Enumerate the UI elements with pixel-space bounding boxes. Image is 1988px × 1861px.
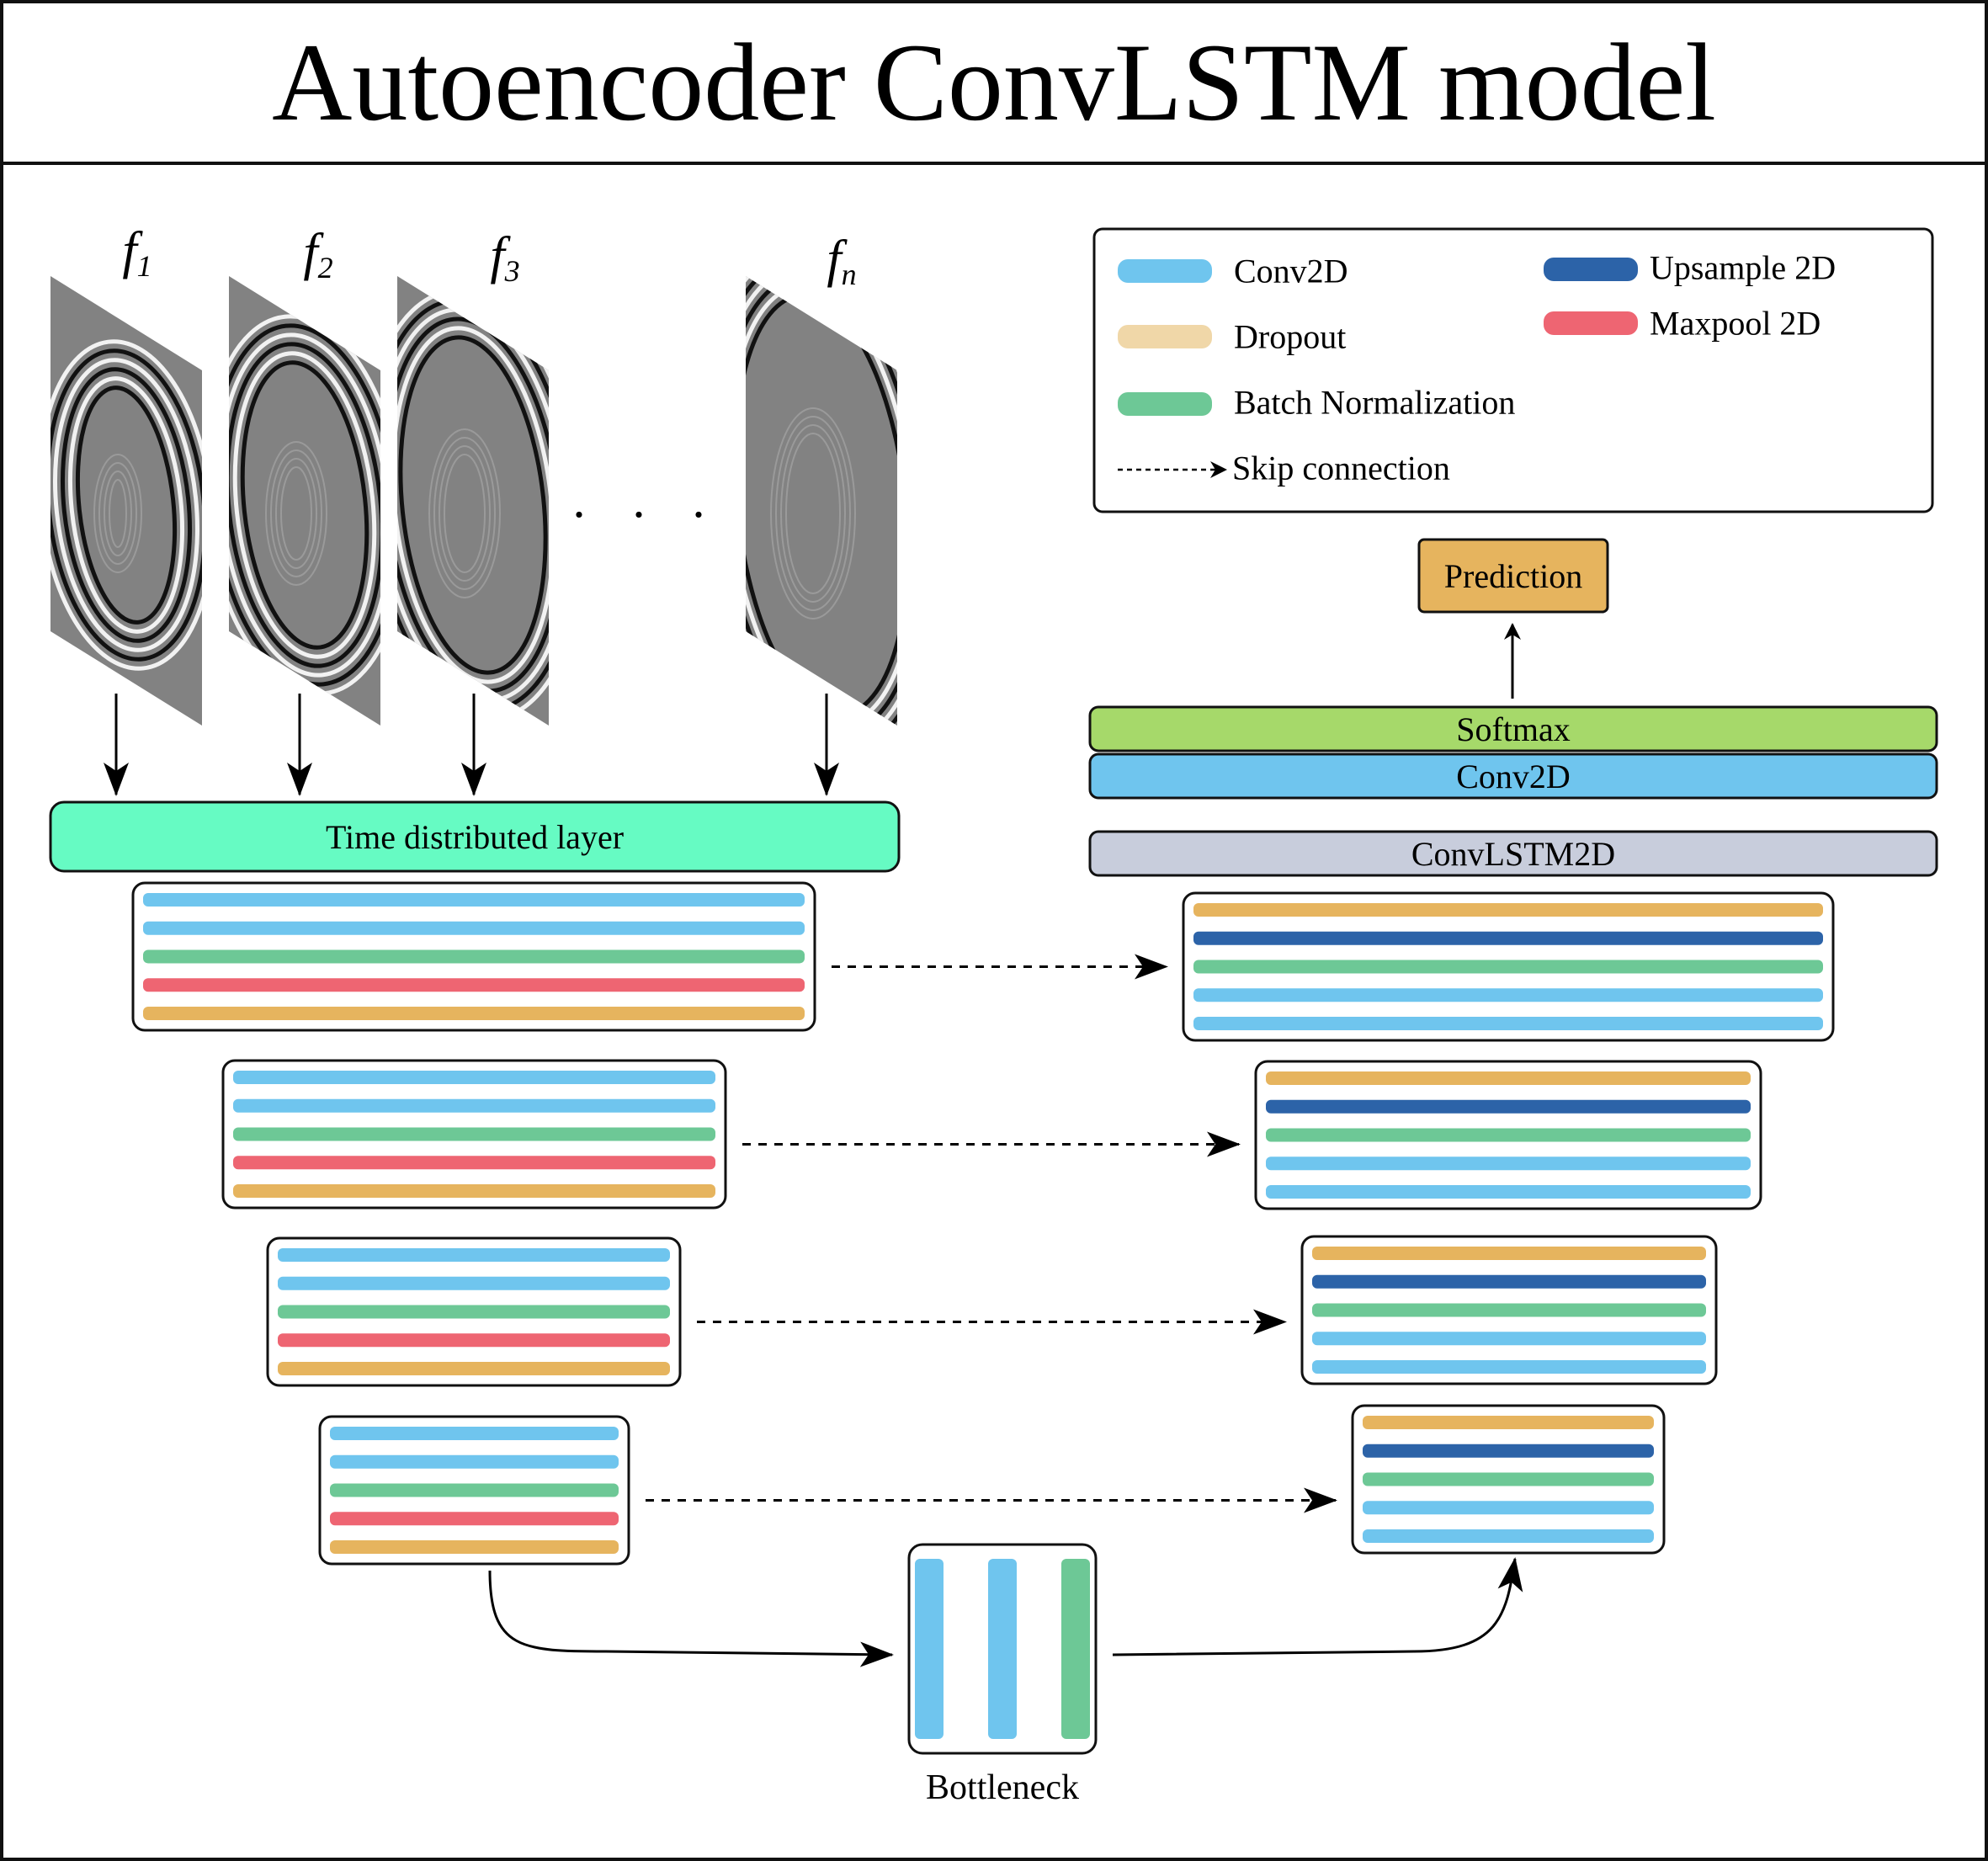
layer-bar-orange-layer	[143, 1007, 805, 1020]
layer-bar-conv2d	[1266, 1185, 1751, 1199]
legend-swatch-upsample	[1544, 258, 1638, 281]
layer-bar-conv2d	[143, 893, 805, 907]
frames-ellipsis: · · ·	[571, 487, 722, 543]
encoder-blocks	[131, 881, 816, 1566]
layer-bar-conv2d	[330, 1427, 619, 1440]
layer-bar-conv2d	[330, 1454, 619, 1469]
layer-bar-orange-layer	[1193, 903, 1823, 917]
frame-label-3: f3	[490, 227, 520, 288]
layer-bar-upsample	[1363, 1444, 1654, 1458]
layer-bar-batch-norm	[330, 1483, 619, 1497]
decoder-block-1	[1182, 891, 1835, 1042]
encoder-block-4	[318, 1415, 630, 1566]
decoder-blocks	[1182, 891, 1835, 1555]
layer-bar-conv2d	[1363, 1501, 1654, 1515]
legend-box	[1092, 227, 1934, 513]
layer-bar-batch-norm	[1193, 960, 1823, 974]
legend-label-upsample: Upsample 2D	[1650, 248, 1837, 287]
time-distributed-layer-box	[49, 800, 901, 873]
layer-bar-maxpool	[143, 978, 805, 992]
layer-bar-batch-norm	[278, 1305, 670, 1319]
legend-swatch-conv2d	[1118, 259, 1212, 283]
frame-label-2: f2	[303, 224, 333, 284]
layer-bar-orange-layer	[1363, 1416, 1654, 1429]
prediction-label: Prediction	[1443, 556, 1583, 595]
frame-label-1: f1	[122, 222, 152, 283]
layer-bar-conv2d	[233, 1098, 715, 1113]
layer-bar-orange-layer	[233, 1184, 715, 1198]
title-bar: Autoencoder ConvLSTM model	[3, 3, 1985, 165]
softmax-label: Softmax	[1456, 710, 1571, 748]
bottleneck-layer-batch-norm	[1061, 1559, 1090, 1739]
layer-bar-conv2d	[1312, 1360, 1706, 1374]
wave-frame-image	[229, 276, 380, 726]
convlstm-label: ConvLSTM2D	[1411, 834, 1616, 873]
layer-bar-batch-norm	[1312, 1303, 1706, 1317]
legend-label-skip: Skip connection	[1232, 449, 1450, 487]
wave-frame-image	[50, 276, 202, 726]
layer-bar-upsample	[1312, 1274, 1706, 1289]
wave-frame-image	[397, 276, 549, 726]
layer-bar-orange-layer	[330, 1540, 619, 1554]
layer-bar-maxpool	[330, 1512, 619, 1526]
conv2d-head-label: Conv2D	[1456, 757, 1571, 795]
layer-bar-conv2d	[1363, 1529, 1654, 1543]
encoder-block-2	[221, 1059, 727, 1210]
prediction-box	[1417, 538, 1609, 614]
frame-label-n: fn	[827, 231, 857, 291]
conv2d-head-layer-box	[1088, 752, 1938, 800]
layer-bar-conv2d	[1193, 988, 1823, 1002]
layer-bar-conv2d	[278, 1276, 670, 1290]
layer-bar-batch-norm	[233, 1127, 715, 1141]
encoder-block-3	[266, 1236, 682, 1387]
convlstm-layer-box	[1088, 830, 1938, 877]
layer-bar-maxpool	[233, 1156, 715, 1170]
legend-swatch-maxpool	[1544, 311, 1638, 335]
decoder-block-3	[1300, 1235, 1718, 1385]
layer-bar-conv2d	[278, 1248, 670, 1262]
layer-bar-batch-norm	[1266, 1128, 1751, 1142]
encoder-to-bottleneck-arrow	[488, 1570, 894, 1667]
bottleneck-block	[907, 1543, 1098, 1755]
time-distributed-layer-label: Time distributed layer	[325, 817, 625, 856]
legend-label-maxpool: Maxpool 2D	[1650, 304, 1821, 343]
layer-bar-orange-layer	[1266, 1071, 1751, 1085]
layer-bar-orange-layer	[278, 1362, 670, 1375]
input-frames	[50, 276, 897, 726]
legend-label-conv2d: Conv2D	[1234, 252, 1348, 290]
legend-swatch-dropout	[1118, 325, 1212, 348]
layer-bar-batch-norm	[1363, 1472, 1654, 1486]
layer-bar-conv2d	[1312, 1332, 1706, 1346]
bottleneck-layer-conv2d	[988, 1559, 1017, 1739]
legend-label-batch-norm: Batch Normalization	[1234, 383, 1516, 422]
legend-label-dropout: Dropout	[1234, 317, 1347, 356]
decoder-block-4	[1351, 1404, 1666, 1555]
layer-bar-conv2d	[1266, 1156, 1751, 1171]
softmax-layer-box	[1088, 705, 1938, 752]
frame-arrows	[104, 694, 839, 796]
layer-bar-upsample	[1266, 1099, 1751, 1114]
decoder-block-2	[1254, 1060, 1762, 1210]
layer-bar-orange-layer	[1312, 1247, 1706, 1260]
layer-bar-conv2d	[233, 1071, 715, 1084]
layer-bar-maxpool	[278, 1333, 670, 1348]
bottleneck-layer-conv2d	[915, 1559, 944, 1739]
page-title: Autoencoder ConvLSTM model	[272, 20, 1716, 144]
layer-bar-upsample	[1193, 931, 1823, 945]
bottleneck-label: Bottleneck	[926, 1768, 1079, 1807]
skip-connections	[646, 954, 1337, 1513]
layer-bar-batch-norm	[143, 949, 805, 964]
legend-swatch-batch-norm	[1118, 392, 1212, 416]
layer-bar-conv2d	[1193, 1017, 1823, 1030]
layer-bar-conv2d	[143, 921, 805, 935]
bottleneck-to-decoder-arrow	[1112, 1557, 1523, 1656]
encoder-block-1	[131, 881, 816, 1032]
